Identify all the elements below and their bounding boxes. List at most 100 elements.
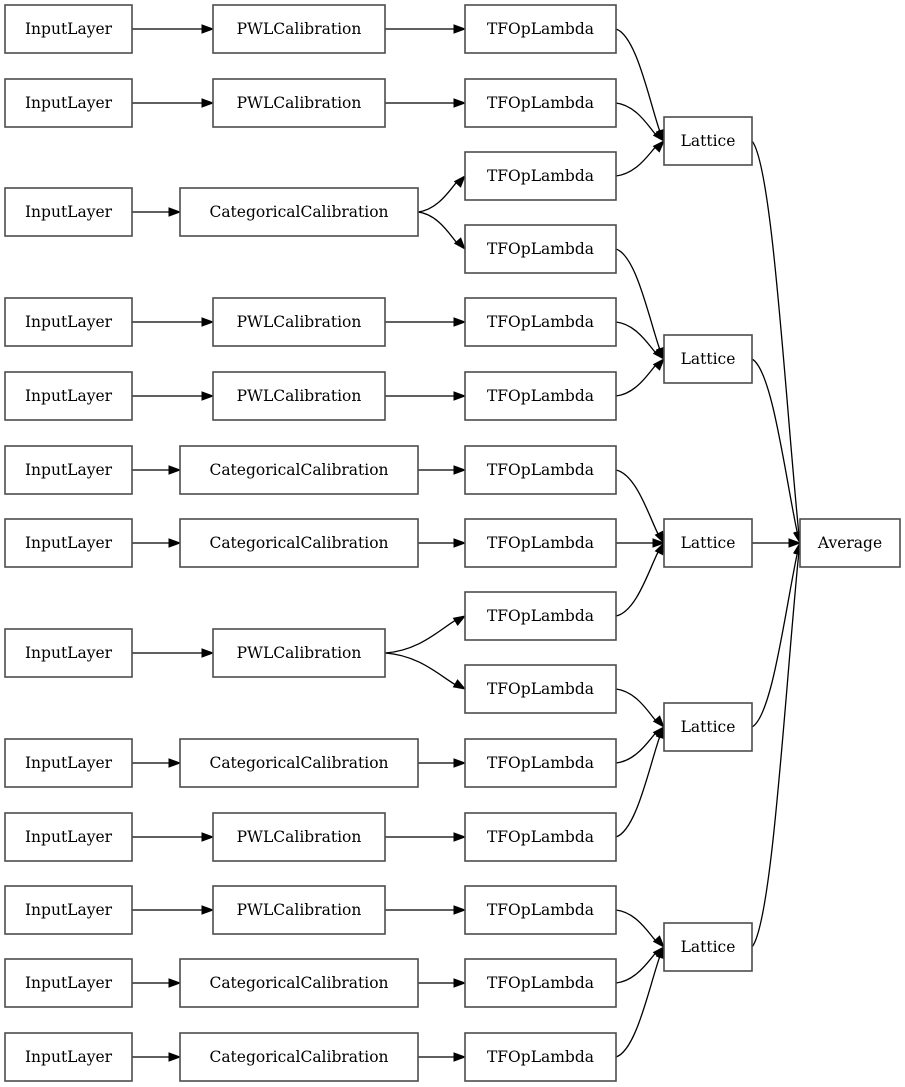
node-pwlcalibration-cal5[interactable]: PWLCalibration bbox=[212, 371, 386, 421]
node-box[interactable] bbox=[663, 702, 753, 752]
node-lattice-lat5[interactable]: Lattice bbox=[663, 922, 753, 972]
node-tfop-lambda-op10[interactable]: TFOpLambda bbox=[464, 664, 617, 714]
node-box[interactable] bbox=[4, 518, 133, 568]
node-pwlcalibration-cal10[interactable]: PWLCalibration bbox=[212, 812, 386, 862]
edge-op11-to-lat4 bbox=[615, 733, 656, 764]
node-box[interactable] bbox=[464, 224, 617, 274]
node-box[interactable] bbox=[464, 738, 617, 788]
node-box[interactable] bbox=[4, 297, 133, 347]
node-box[interactable] bbox=[663, 518, 753, 568]
node-tfop-lambda-op3[interactable]: TFOpLambda bbox=[464, 151, 617, 201]
node-box[interactable] bbox=[663, 334, 753, 384]
node-box[interactable] bbox=[212, 885, 386, 935]
node-input-layer-in2[interactable]: InputLayer bbox=[4, 78, 133, 128]
node-input-layer-in10[interactable]: InputLayer bbox=[4, 812, 133, 862]
node-input-layer-in5[interactable]: InputLayer bbox=[4, 371, 133, 421]
node-box[interactable] bbox=[4, 371, 133, 421]
node-box[interactable] bbox=[4, 885, 133, 935]
node-categorical-calibration-cal6[interactable]: CategoricalCalibration bbox=[179, 445, 419, 495]
node-box[interactable] bbox=[212, 78, 386, 128]
node-box[interactable] bbox=[4, 738, 133, 788]
node-pwlcalibration-cal11[interactable]: PWLCalibration bbox=[212, 885, 386, 935]
node-box[interactable] bbox=[4, 445, 133, 495]
node-categorical-calibration-cal7[interactable]: CategoricalCalibration bbox=[179, 518, 419, 568]
node-input-layer-in4[interactable]: InputLayer bbox=[4, 297, 133, 347]
node-input-layer-in12[interactable]: InputLayer bbox=[4, 958, 133, 1008]
node-box[interactable] bbox=[4, 958, 133, 1008]
node-input-layer-in7[interactable]: InputLayer bbox=[4, 518, 133, 568]
node-categorical-calibration-cal13[interactable]: CategoricalCalibration bbox=[179, 1032, 419, 1082]
node-pwlcalibration-cal2[interactable]: PWLCalibration bbox=[212, 78, 386, 128]
node-box[interactable] bbox=[799, 518, 901, 568]
node-input-layer-in13[interactable]: InputLayer bbox=[4, 1032, 133, 1082]
node-tfop-lambda-op1[interactable]: TFOpLambda bbox=[464, 4, 617, 54]
node-lattice-lat4[interactable]: Lattice bbox=[663, 702, 753, 752]
node-box[interactable] bbox=[4, 187, 133, 237]
node-box[interactable] bbox=[464, 371, 617, 421]
node-categorical-calibration-cal12[interactable]: CategoricalCalibration bbox=[179, 958, 419, 1008]
node-box[interactable] bbox=[663, 922, 753, 972]
node-box[interactable] bbox=[464, 1032, 617, 1082]
node-box[interactable] bbox=[4, 1032, 133, 1082]
node-box[interactable] bbox=[179, 738, 419, 788]
node-box[interactable] bbox=[464, 445, 617, 495]
node-input-layer-in1[interactable]: InputLayer bbox=[4, 4, 133, 54]
node-categorical-calibration-cal9[interactable]: CategoricalCalibration bbox=[179, 738, 419, 788]
node-tfop-lambda-op9[interactable]: TFOpLambda bbox=[464, 591, 617, 641]
edge-cal8-to-op10 bbox=[384, 652, 456, 686]
node-average-avg[interactable]: Average bbox=[799, 518, 901, 568]
node-box[interactable] bbox=[4, 812, 133, 862]
node-input-layer-in9[interactable]: InputLayer bbox=[4, 738, 133, 788]
node-tfop-lambda-op5[interactable]: TFOpLambda bbox=[464, 297, 617, 347]
node-input-layer-in8[interactable]: InputLayer bbox=[4, 628, 133, 678]
node-box[interactable] bbox=[464, 297, 617, 347]
node-tfop-lambda-op2[interactable]: TFOpLambda bbox=[464, 78, 617, 128]
node-pwlcalibration-cal1[interactable]: PWLCalibration bbox=[212, 4, 386, 54]
node-tfop-lambda-op13[interactable]: TFOpLambda bbox=[464, 885, 617, 935]
node-input-layer-in6[interactable]: InputLayer bbox=[4, 445, 133, 495]
node-box[interactable] bbox=[179, 958, 419, 1008]
node-tfop-lambda-op14[interactable]: TFOpLambda bbox=[464, 958, 617, 1008]
node-box[interactable] bbox=[464, 664, 617, 714]
node-categorical-calibration-cal3[interactable]: CategoricalCalibration bbox=[179, 187, 419, 237]
node-box[interactable] bbox=[179, 1032, 419, 1082]
node-input-layer-in11[interactable]: InputLayer bbox=[4, 885, 133, 935]
node-box[interactable] bbox=[464, 958, 617, 1008]
node-tfop-lambda-op15[interactable]: TFOpLambda bbox=[464, 1032, 617, 1082]
node-tfop-lambda-op8[interactable]: TFOpLambda bbox=[464, 518, 617, 568]
arrowhead-icon bbox=[453, 905, 467, 915]
node-lattice-lat3[interactable]: Lattice bbox=[663, 518, 753, 568]
node-box[interactable] bbox=[212, 628, 386, 678]
arrowhead-icon bbox=[201, 905, 215, 915]
node-box[interactable] bbox=[464, 4, 617, 54]
node-box[interactable] bbox=[212, 297, 386, 347]
node-box[interactable] bbox=[464, 885, 617, 935]
node-box[interactable] bbox=[179, 518, 419, 568]
node-box[interactable] bbox=[212, 4, 386, 54]
node-pwlcalibration-cal4[interactable]: PWLCalibration bbox=[212, 297, 386, 347]
node-tfop-lambda-op11[interactable]: TFOpLambda bbox=[464, 738, 617, 788]
node-lattice-lat2[interactable]: Lattice bbox=[663, 334, 753, 384]
node-box[interactable] bbox=[464, 518, 617, 568]
node-box[interactable] bbox=[212, 371, 386, 421]
node-lattice-lat1[interactable]: Lattice bbox=[663, 116, 753, 166]
edges-layer bbox=[132, 24, 804, 1062]
node-box[interactable] bbox=[464, 591, 617, 641]
node-box[interactable] bbox=[464, 812, 617, 862]
node-tfop-lambda-op6[interactable]: TFOpLambda bbox=[464, 371, 617, 421]
node-box[interactable] bbox=[179, 445, 419, 495]
node-box[interactable] bbox=[179, 187, 419, 237]
node-input-layer-in3[interactable]: InputLayer bbox=[4, 187, 133, 237]
node-box[interactable] bbox=[4, 78, 133, 128]
node-tfop-lambda-op7[interactable]: TFOpLambda bbox=[464, 445, 617, 495]
edge-op13-to-lat5 bbox=[615, 909, 656, 941]
node-tfop-lambda-op4[interactable]: TFOpLambda bbox=[464, 224, 617, 274]
node-box[interactable] bbox=[464, 151, 617, 201]
node-box[interactable] bbox=[4, 628, 133, 678]
node-box[interactable] bbox=[212, 812, 386, 862]
node-pwlcalibration-cal8[interactable]: PWLCalibration bbox=[212, 628, 386, 678]
node-box[interactable] bbox=[663, 116, 753, 166]
node-box[interactable] bbox=[464, 78, 617, 128]
node-tfop-lambda-op12[interactable]: TFOpLambda bbox=[464, 812, 617, 862]
node-box[interactable] bbox=[4, 4, 133, 54]
